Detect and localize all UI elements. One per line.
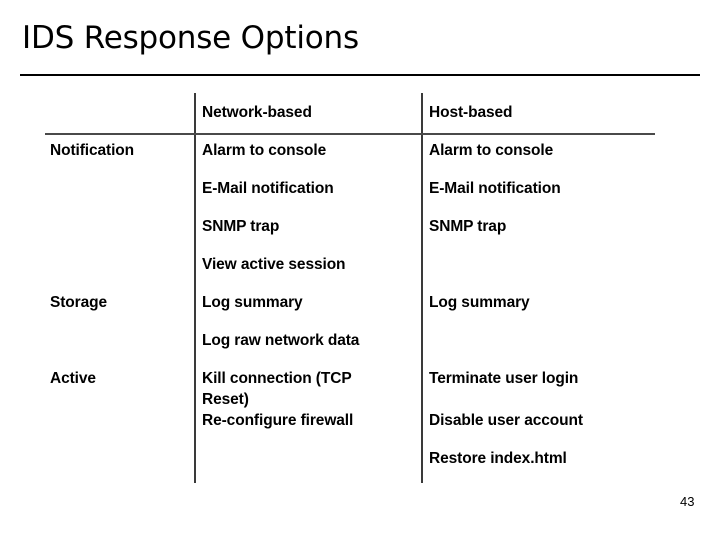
cell-host-active-1: Terminate user login [429,370,579,387]
cell-host-notification-3: SNMP trap [429,218,507,235]
cell-network-notification-4: View active session [202,256,346,273]
cell-host-active-2: Disable user account [429,412,583,429]
column-header-host: Host-based [429,104,513,121]
title-divider [20,74,700,76]
page-title: IDS Response Options [22,20,359,56]
column-header-network: Network-based [202,104,312,121]
cell-network-notification-3: SNMP trap [202,218,280,235]
cell-network-notification-2: E-Mail notification [202,180,334,197]
column-divider-2 [421,93,423,483]
cell-host-notification-1: Alarm to console [429,142,554,159]
cell-host-storage-1: Log summary [429,294,530,311]
cell-network-storage-2: Log raw network data [202,332,360,349]
row-label-storage: Storage [50,294,108,311]
cell-network-active-2: Re-configure firewall [202,412,354,429]
header-divider [45,133,655,135]
column-divider-1 [194,93,196,483]
cell-network-notification-1: Alarm to console [202,142,327,159]
cell-host-notification-2: E-Mail notification [429,180,561,197]
cell-network-storage-1: Log summary [202,294,303,311]
page-number: 43 [680,494,695,509]
row-label-notification: Notification [50,142,135,159]
row-label-active: Active [50,370,96,387]
cell-host-active-3: Restore index.html [429,450,567,467]
cell-network-active-1: Kill connection (TCP Reset) [202,370,352,408]
